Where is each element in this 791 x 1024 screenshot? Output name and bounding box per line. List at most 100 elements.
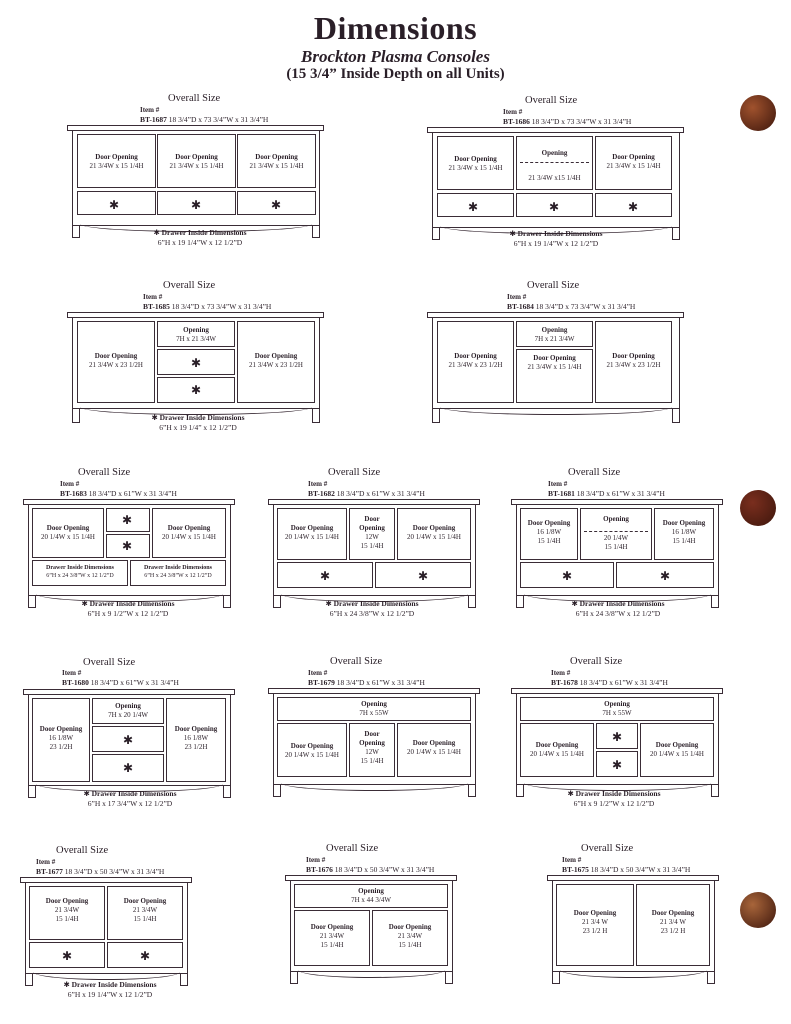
item-code: BT-1681 [548, 489, 575, 498]
cabinet-apron [440, 226, 672, 234]
drawer-note: ✱ Drawer Inside Dimensions [325, 599, 419, 608]
cabinet-leg [273, 785, 281, 797]
item-size: 18 3/4”D x 61”W x 31 3/4”H [336, 678, 425, 687]
overall-size-label: Overall Size [330, 656, 383, 667]
item-size: 18 3/4”D x 73 3/4”W x 31 3/4”H [531, 117, 632, 126]
depth-note: (15 3/4” Inside Depth on all Units) [286, 66, 505, 82]
overall-size-label: Overall Size [168, 93, 221, 104]
cabinet-apron [80, 407, 312, 415]
item-code: BT-1675 [562, 865, 589, 874]
cabinet-apron [524, 783, 711, 791]
drawer-cell [157, 377, 235, 403]
drawer-cell [106, 534, 150, 558]
item-size: 18 3/4”D x 50 3/4”W x 31 3/4”H [590, 865, 691, 874]
drawer-cell [596, 723, 638, 749]
cabinet-body [28, 504, 231, 596]
cabinet-leg [223, 596, 231, 608]
drawer-star-icon: ✱ [319, 569, 331, 583]
item-label: Item # [308, 480, 328, 488]
cabinet-leg [711, 785, 719, 797]
item-size: 18 3/4”D x 73 3/4”W x 31 3/4”H [168, 115, 269, 124]
drawer-cell [157, 191, 236, 215]
cabinet-body [28, 694, 231, 786]
overall-size-label: Overall Size [78, 467, 131, 478]
drawer-dimensions: 6”H x 19 1/4” x 12 1/2”D [159, 423, 237, 432]
cabinet-apron [36, 784, 223, 792]
item-code: BT-1677 [36, 867, 63, 876]
drawer-star-icon: ✱ [467, 200, 479, 214]
drawer-cell [520, 562, 614, 588]
item-label: Item # [503, 108, 523, 116]
item-size: 18 3/4”D x 50 3/4”W x 31 3/4”H [64, 867, 165, 876]
item-label: Item # [306, 856, 326, 864]
item-size: 18 3/4”D x 61”W x 31 3/4”H [90, 678, 179, 687]
drawer-cell [277, 562, 373, 588]
drawer-cell [616, 562, 714, 588]
cabinet-leg [180, 974, 188, 986]
drawer-star-icon: ✱ [121, 539, 133, 553]
item-code: BT-1679 [308, 678, 335, 687]
cabinet-leg [72, 409, 80, 423]
item-code: BT-1686 [503, 117, 530, 126]
cabinet-apron [33, 972, 180, 980]
overall-size-label: Overall Size [570, 656, 623, 667]
cabinet-leg [672, 409, 680, 423]
item-code: BT-1678 [551, 678, 578, 687]
drawer-star-icon: ✱ [190, 198, 202, 212]
cabinet-apron [560, 970, 707, 978]
overall-size-label: Overall Size [163, 280, 216, 291]
item-code: BT-1676 [306, 865, 333, 874]
cabinet-leg [516, 785, 524, 797]
cabinet-body [516, 693, 719, 785]
overall-size-label: Overall Size [568, 467, 621, 478]
item-label: Item # [140, 106, 160, 114]
item-label: Item # [60, 480, 80, 488]
drawer-dimensions: 6”H x 19 1/4”W x 12 1/2”D [513, 239, 599, 248]
drawer-cell [375, 562, 471, 588]
drawer-star-icon: ✱ [139, 949, 151, 963]
cabinet-apron [281, 594, 468, 602]
overall-size-label: Overall Size [328, 467, 381, 478]
cabinet-leg [552, 972, 560, 984]
drawer-note: ✱ Drawer Inside Dimensions [567, 789, 661, 798]
cabinet-apron [524, 594, 711, 602]
cabinet-body [432, 317, 680, 409]
overall-size-label: Overall Size [326, 843, 379, 854]
drawer-star-icon: ✱ [190, 356, 202, 370]
cabinet-leg [672, 228, 680, 240]
cabinet-leg [432, 228, 440, 240]
item-size: 18 3/4”D x 73 3/4”W x 31 3/4”H [535, 302, 636, 311]
drawer-star-icon: ✱ [561, 569, 573, 583]
page-subtitle: Brockton Plasma Consoles [301, 47, 490, 66]
item-size: 18 3/4”D x 61”W x 31 3/4”H [579, 678, 668, 687]
item-code: BT-1680 [62, 678, 89, 687]
cabinet-leg [468, 596, 476, 608]
drawer-star-icon: ✱ [190, 383, 202, 397]
item-label: Item # [308, 669, 328, 677]
drawer-cell [157, 349, 235, 375]
item-code: BT-1682 [308, 489, 335, 498]
drawer-cell [29, 942, 105, 968]
drawer-star-icon: ✱ [122, 761, 134, 775]
drawer-cell [107, 942, 183, 968]
drawer-cell [106, 508, 150, 532]
